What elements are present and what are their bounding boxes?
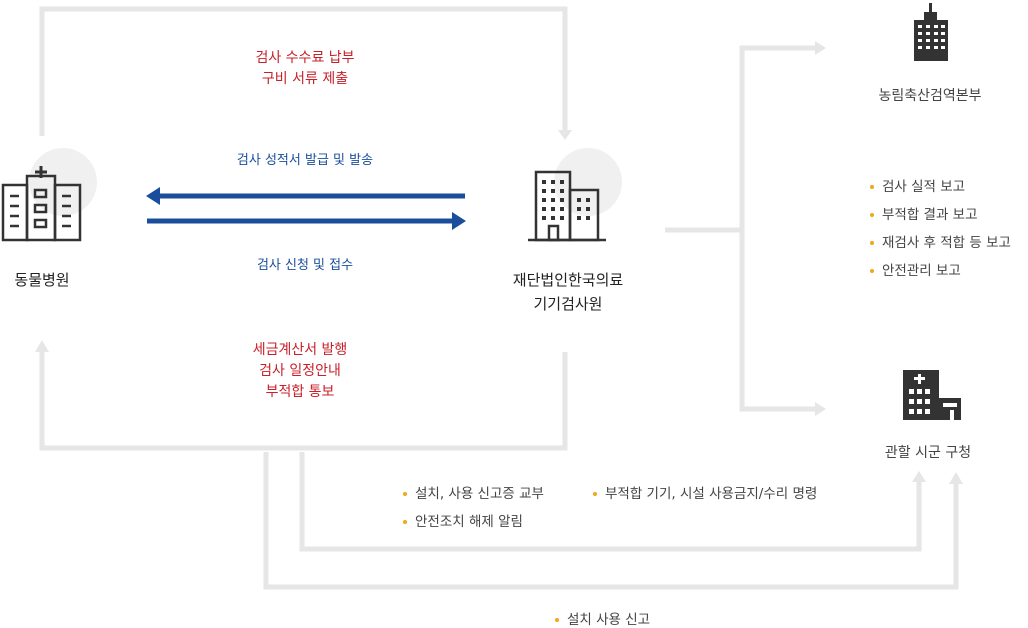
- bottom-flow-line: 세금계산서 발행: [252, 342, 348, 358]
- top-flow-label: 검사 수수료 납부 구비 서류 제출: [230, 48, 380, 90]
- report-item: 부적합 결과 보고: [870, 201, 1011, 229]
- arrowhead: [558, 130, 572, 140]
- notice-item: 안전조치 해제 알림: [403, 510, 523, 530]
- notice-item: 설치, 사용 신고증 교부: [403, 482, 544, 502]
- report-list: 검사 실적 보고 부적합 결과 보고 재검사 후 적합 등 보고 안전관리 보고: [870, 173, 1011, 285]
- notice-item-text: 부적합 기기, 시설 사용금지/수리 명령: [605, 486, 818, 502]
- top-flow-line: 구비 서류 제출: [261, 71, 349, 87]
- arrow-left-label: 검사 성적서 발급 및 발송: [236, 153, 374, 168]
- bottom-flow-line: 부적합 통보: [265, 384, 335, 400]
- local-gov-label: 관할 시군 구청: [884, 445, 972, 461]
- notice-item: 부적합 기기, 시설 사용금지/수리 명령: [593, 482, 817, 502]
- install-report-label: 설치 사용 신고: [555, 608, 650, 628]
- install-connector: [263, 452, 959, 590]
- notice-connector: [299, 452, 922, 552]
- report-item: 재검사 후 적합 등 보고: [870, 229, 1011, 257]
- arrowhead: [949, 472, 963, 484]
- hospital-building-icon: [1, 166, 82, 242]
- blue-arrows: [146, 187, 466, 230]
- institute-label: 재단법인한국의료 기기검사원: [488, 268, 648, 316]
- office-building-icon: [528, 170, 606, 242]
- report-item: 검사 실적 보고: [870, 173, 1011, 201]
- arrow-right-label: 검사 신청 및 접수: [256, 258, 354, 273]
- notice-item-text: 안전조치 해제 알림: [415, 514, 523, 530]
- hospital-label: 동물병원: [14, 271, 70, 289]
- report-item: 안전관리 보고: [870, 257, 1011, 285]
- institute-label-line: 재단법인한국의료: [512, 271, 624, 289]
- install-report-text: 설치 사용 신고: [567, 612, 651, 628]
- agency-label: 농림축산검역본부: [878, 88, 982, 104]
- office-building-windows: [542, 180, 590, 220]
- bottom-connector: [39, 350, 568, 451]
- arrowhead: [815, 402, 826, 416]
- branch-connector: [665, 45, 818, 412]
- institute-label-line: 기기검사원: [533, 295, 603, 313]
- top-flow-line: 검사 수수료 납부: [255, 50, 355, 66]
- arrowhead: [35, 340, 49, 352]
- top-connector: [39, 6, 568, 136]
- arrowhead: [815, 41, 826, 55]
- bottom-flow-line: 검사 일정안내: [259, 363, 341, 379]
- bottom-flow-label: 세금계산서 발행 검사 일정안내 부적합 통보: [220, 340, 380, 403]
- arrowhead: [912, 471, 926, 482]
- notice-item-text: 설치, 사용 신고증 교부: [415, 486, 544, 502]
